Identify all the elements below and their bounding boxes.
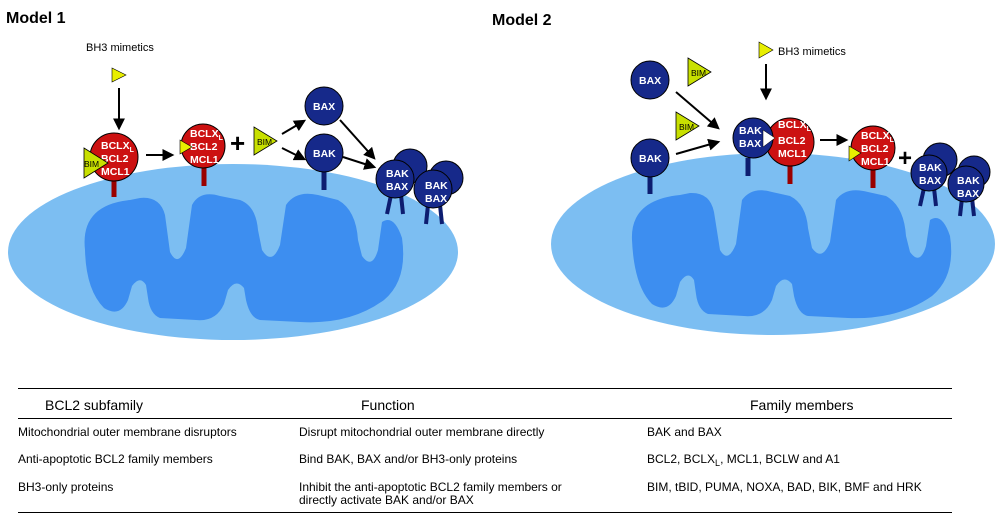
row3-function-line1: Inhibit the anti-apoptotic BCL2 family m… [299, 480, 562, 494]
svg-text:BAX: BAX [639, 75, 661, 87]
svg-text:BAK: BAK [919, 162, 942, 174]
model2-bak-free: BAK [630, 138, 670, 194]
mimetic-triangle-icon [179, 139, 193, 155]
svg-text:BAK: BAK [639, 153, 662, 165]
row2-function: Bind BAK, BAX and/or BH3-only proteins [299, 452, 518, 466]
svg-text:BAX: BAX [957, 188, 979, 200]
svg-text:MCL1: MCL1 [778, 148, 807, 160]
svg-text:MCL1: MCL1 [101, 166, 130, 178]
svg-text:BAK: BAK [739, 125, 762, 137]
row1-members: BAK and BAX [647, 425, 722, 439]
svg-text:BAX: BAX [386, 181, 408, 193]
model1-mimetics-label: BH3 mimetics [86, 42, 154, 54]
svg-text:BCLXL: BCLXL [778, 119, 812, 133]
svg-text:BAX: BAX [313, 101, 335, 113]
svg-text:BAK: BAK [957, 175, 980, 187]
table-header-rule [18, 418, 952, 419]
mimetic-triangle-icon [111, 67, 127, 83]
bim-triangle-icon [675, 111, 700, 141]
row3-members: BIM, tBID, PUMA, NOXA, BAD, BIK, BMF and… [647, 480, 922, 494]
svg-text:BCL2: BCL2 [861, 143, 889, 155]
svg-text:BCLXL: BCLXL [101, 140, 135, 154]
row2-subfamily: Anti-apoptotic BCL2 family members [18, 452, 213, 466]
model1-plus: + [230, 128, 245, 158]
model2-bak-bax-oligomer: BAK BAX BAK BAX [910, 142, 991, 217]
table-top-rule [18, 388, 952, 389]
header-function: Function [361, 397, 415, 413]
svg-text:BCL2: BCL2 [778, 135, 806, 147]
header-subfamily: BCL2 subfamily [45, 397, 144, 413]
model1-bh3-mimetics: BH3 mimetics [86, 42, 154, 131]
model2-mimetics-label: BH3 mimetics [778, 46, 846, 58]
svg-text:BAK: BAK [313, 148, 336, 160]
row3-subfamily: BH3-only proteins [18, 480, 114, 494]
model1-anti-apoptotic-complex-bim-bound: BCLXL BCL2 MCL1 BIM [83, 132, 139, 197]
mimetic-triangle-icon [848, 145, 862, 162]
table-bottom-rule [18, 512, 952, 513]
model2-title: Model 2 [492, 12, 552, 29]
model1-bax: BAX [304, 86, 344, 126]
svg-text:BAK: BAK [386, 168, 409, 180]
svg-text:MCL1: MCL1 [190, 154, 219, 166]
svg-text:BAX: BAX [739, 138, 761, 150]
model2-bim-b: BIM [675, 111, 700, 141]
svg-text:BIM: BIM [691, 68, 706, 78]
model2-effector-anti-apoptotic-complex: BAK BAX BCLXL BCL2 MCL1 [732, 117, 815, 184]
model2-mitochondrion [551, 153, 995, 335]
header-members: Family members [750, 397, 854, 413]
row3-function-line2: directly activate BAK and/or BAX [299, 493, 474, 507]
mimetic-triangle-icon [758, 41, 774, 59]
svg-text:BIM: BIM [257, 137, 272, 147]
model1-bak-bax-oligomer: BAK BAX BAK BAX [375, 148, 464, 225]
model2-bh3-mimetics: BH3 mimetics [758, 41, 846, 101]
svg-text:BIM: BIM [679, 122, 694, 132]
apoptosis-models-diagram: BH3 mimetics BCLXL BCL2 MCL1 BIM BCLXL B… [8, 41, 995, 340]
svg-text:BAX: BAX [425, 193, 447, 205]
svg-text:BCLXL: BCLXL [861, 130, 895, 144]
row2-members: BCL2, BCLXL, MCL1, BCLW and A1 [647, 452, 840, 468]
svg-text:BCL2: BCL2 [101, 153, 129, 165]
model2-anti-apoptotic-complex-mimetic-bound: BCLXL BCL2 MCL1 [848, 125, 896, 188]
bim-triangle-icon [687, 57, 712, 87]
model1-title: Model 1 [6, 10, 66, 27]
row1-function: Disrupt mitochondrial outer membrane dir… [299, 425, 545, 439]
svg-text:BIM: BIM [84, 159, 99, 169]
model2-plus: + [898, 145, 912, 172]
bim-triangle-icon [253, 126, 278, 156]
svg-text:BCLXL: BCLXL [190, 128, 224, 142]
svg-text:BCL2: BCL2 [190, 141, 218, 153]
model1-mitochondrion [8, 164, 458, 340]
model1-bak: BAK [304, 133, 344, 190]
svg-text:BAK: BAK [425, 180, 448, 192]
svg-text:BAX: BAX [919, 175, 941, 187]
model2-bim-a: BIM [687, 57, 712, 87]
model1-free-bim: BIM [253, 126, 278, 156]
model1-anti-apoptotic-complex-mimetic-bound: BCLXL BCL2 MCL1 [179, 123, 226, 186]
svg-text:MCL1: MCL1 [861, 156, 890, 168]
row1-subfamily: Mitochondrial outer membrane disruptors [18, 425, 237, 439]
bim-triangle-icon [83, 147, 109, 179]
model2-bax-free: BAX [630, 60, 670, 100]
